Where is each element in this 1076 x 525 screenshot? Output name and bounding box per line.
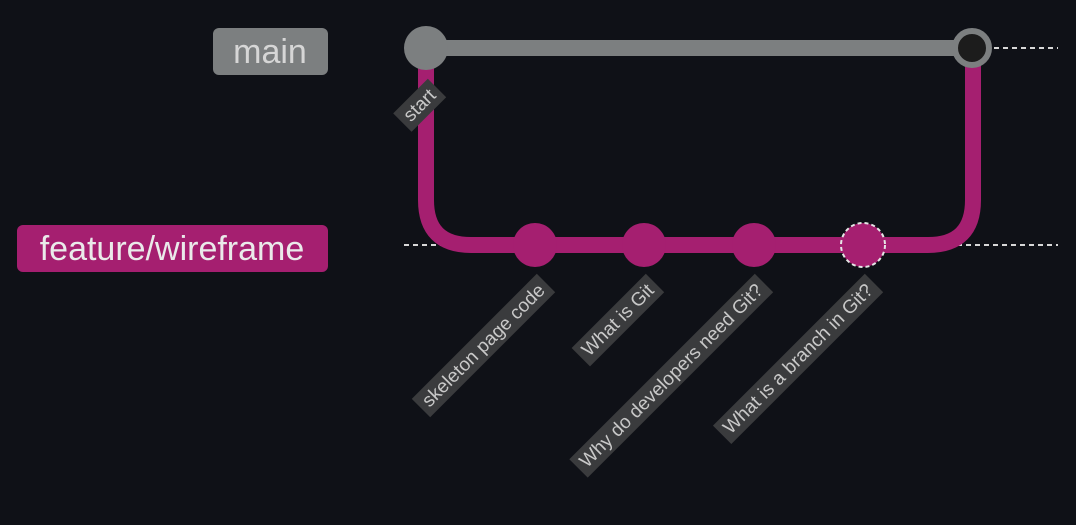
branch-label-main-bg	[213, 28, 328, 75]
commit-node-why-git[interactable]	[732, 223, 776, 267]
commit-label-skeleton-bg	[411, 273, 556, 418]
feature-branch-line	[418, 48, 981, 253]
commit-label-why-git-text: Why do developers need Git?	[576, 280, 768, 472]
commit-label-why-git: Why do developers need Git?	[569, 273, 774, 478]
branch-label-feature-text: feature/wireframe	[40, 230, 305, 268]
branch-label-feature-bg	[17, 225, 328, 272]
commit-label-what-is-git-text: What is Git	[578, 280, 659, 361]
commit-node-start[interactable]	[404, 26, 448, 70]
commit-label-skeleton: skeleton page code	[411, 273, 556, 418]
merge-node-main-head[interactable]	[952, 28, 992, 68]
commit-node-what-is-git[interactable]	[622, 223, 666, 267]
commit-node-skeleton[interactable]	[513, 223, 557, 267]
commit-label-skeleton-text: skeleton page code	[418, 280, 549, 411]
commit-label-start-bg	[393, 78, 447, 132]
branch-label-main: main	[213, 28, 328, 75]
commit-label-what-is-git: What is Git	[571, 273, 665, 367]
branch-label-main-text: main	[233, 33, 307, 71]
commit-label-why-git-bg	[569, 273, 774, 478]
branch-label-feature: feature/wireframe	[17, 225, 328, 272]
commit-node-branch-in-git[interactable]	[840, 222, 886, 268]
commit-label-what-is-git-bg	[571, 273, 665, 367]
commit-label-branch-in-git-bg	[712, 273, 884, 445]
